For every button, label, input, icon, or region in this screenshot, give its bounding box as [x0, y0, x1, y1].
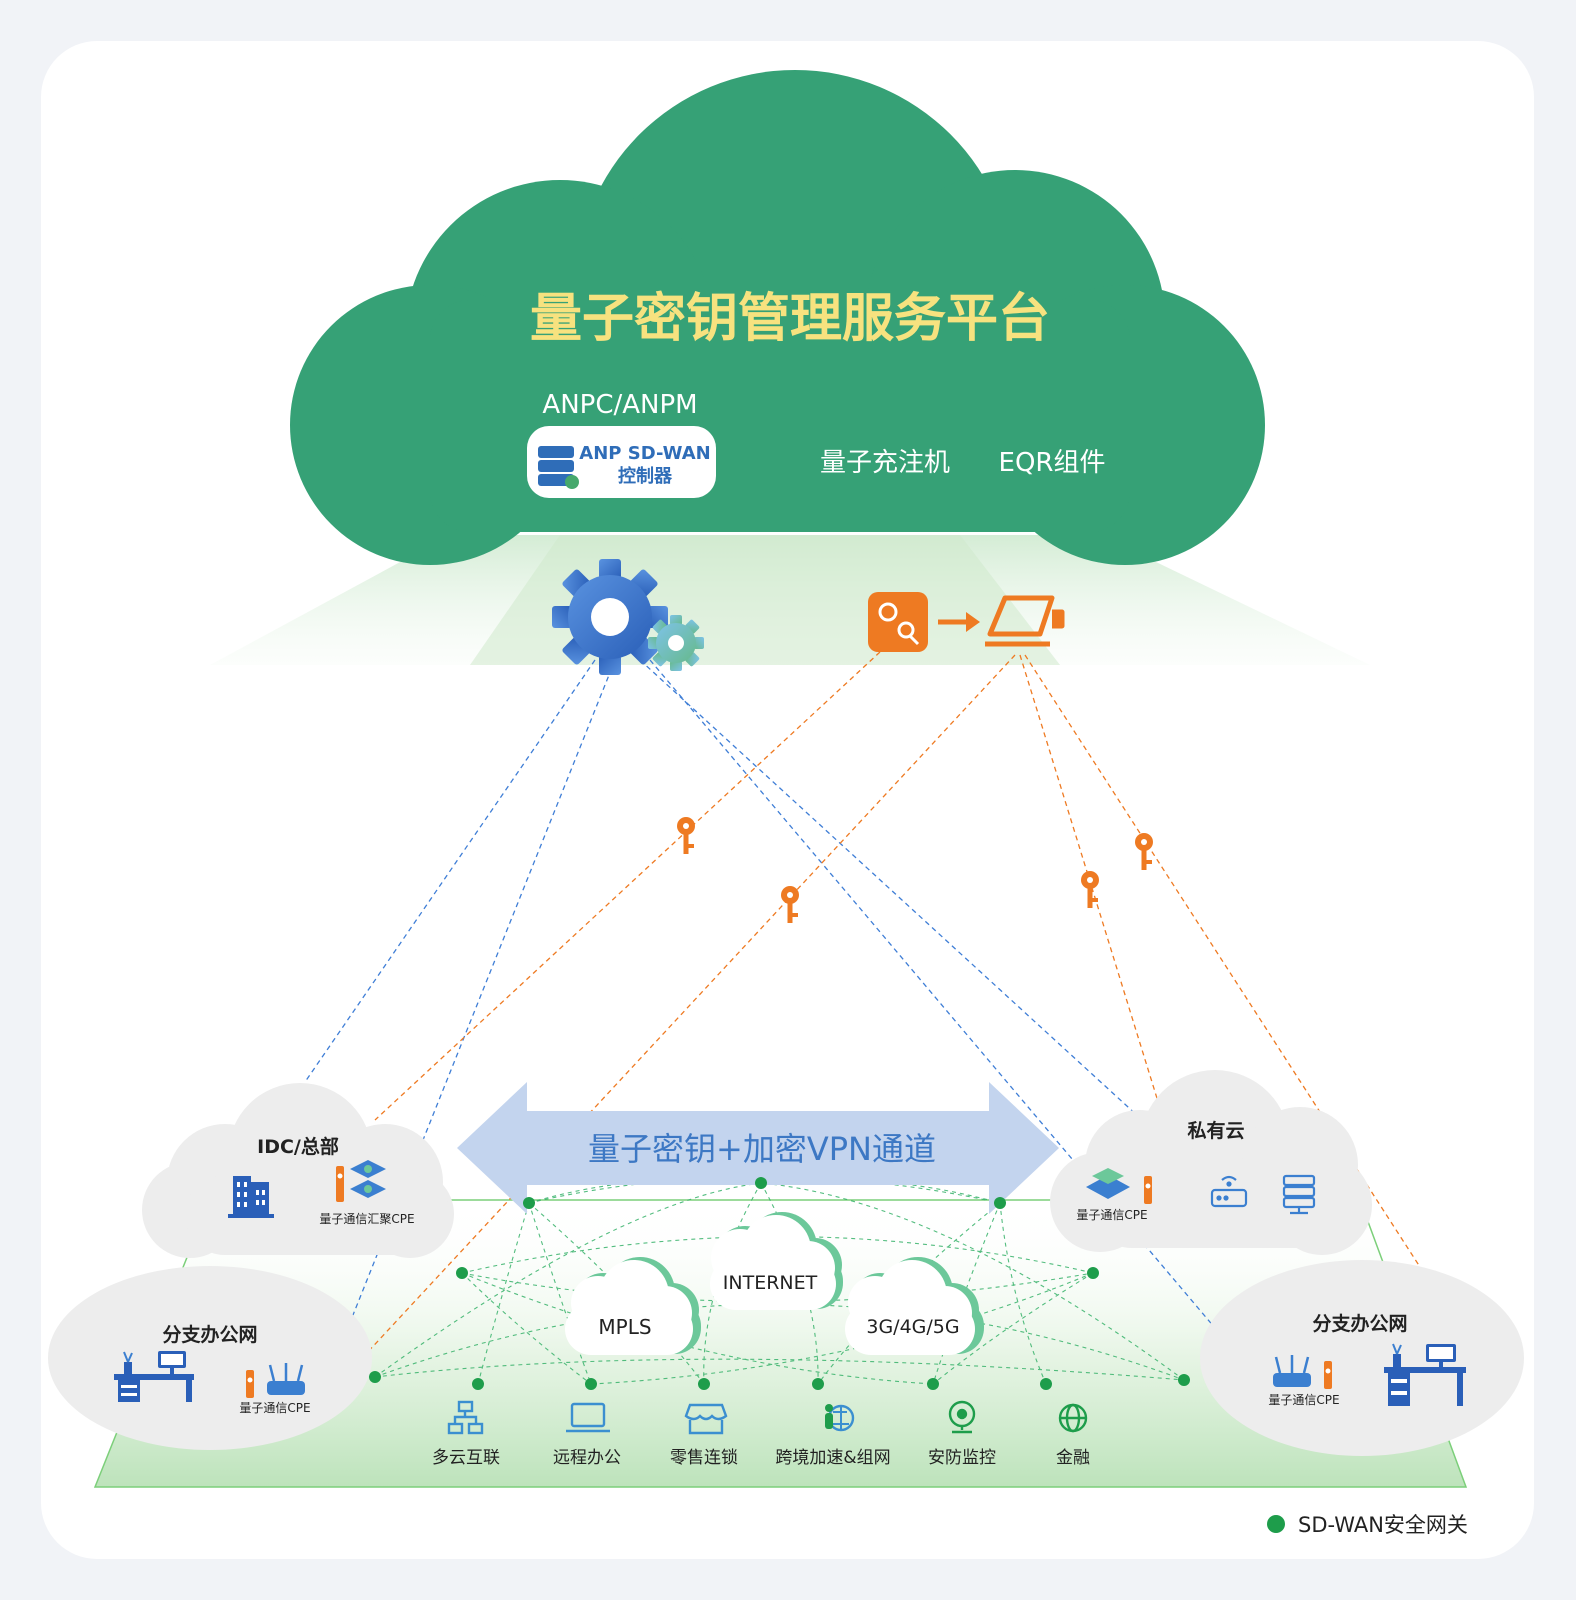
branch-left-site: 分支办公网 量子通信CPE	[48, 1266, 372, 1450]
office-desk-icon	[1384, 1343, 1466, 1406]
mpls-label: MPLS	[598, 1315, 651, 1339]
arrow-right-icon	[938, 612, 980, 632]
server-rack-icon	[1282, 1174, 1316, 1215]
mobile-network-cloud: 3G/4G/5G	[845, 1257, 984, 1355]
anpc-label: ANPC/ANPM	[542, 390, 697, 420]
aggregation-cpe-icon	[336, 1160, 386, 1202]
app-label-finance: 金融	[1056, 1448, 1090, 1468]
gear-icon	[552, 559, 704, 675]
topology-icon	[447, 1400, 484, 1435]
branch-right-site: 分支办公网 量子通信CPE	[1200, 1260, 1524, 1456]
idc-site: IDC/总部 量子通信汇聚CPE	[142, 1083, 454, 1258]
app-label-cross-border: 跨境加速&组网	[775, 1448, 890, 1468]
idc-title: IDC/总部	[257, 1135, 339, 1158]
gateway-dot	[755, 1177, 767, 1189]
building-icon	[228, 1176, 274, 1218]
app-label-security-monitoring: 安防监控	[928, 1448, 996, 1468]
cpe-router-icon	[1086, 1168, 1152, 1204]
gateway-dot	[472, 1378, 484, 1390]
charger-label: 量子充注机	[820, 448, 950, 478]
controller-title: ANP SD-WAN	[579, 443, 710, 464]
branch-left-cpe-label: 量子通信CPE	[239, 1401, 310, 1415]
finance-globe-icon	[1058, 1403, 1088, 1433]
app-label-multicloud: 多云互联	[432, 1448, 500, 1468]
gateway-dot	[994, 1197, 1006, 1209]
key-icon	[677, 817, 1153, 923]
globe-person-icon	[825, 1404, 855, 1432]
controller-subtitle: 控制器	[618, 465, 673, 487]
controller-badge[interactable]: ANP SD-WAN 控制器	[527, 426, 716, 498]
gateway-dot	[1087, 1267, 1099, 1279]
office-desk-icon	[114, 1351, 194, 1402]
application-list: 多云互联 远程办公 零售连锁 跨境加速&组网 安防监控	[432, 1400, 1090, 1468]
gateway-dot	[1040, 1378, 1052, 1390]
legend-gateway-dot	[1267, 1515, 1285, 1533]
idc-cpe-label: 量子通信汇聚CPE	[319, 1212, 414, 1226]
vpn-tunnel-label: 量子密钥+加密VPN通道	[588, 1130, 936, 1168]
gateway-dots	[369, 1177, 1190, 1390]
store-icon	[684, 1403, 728, 1435]
mpls-cloud: MPLS	[565, 1257, 701, 1355]
private-cloud-site: 私有云 量子通信CPE	[1050, 1070, 1372, 1255]
app-label-retail-chain: 零售连锁	[670, 1448, 738, 1468]
branch-right-title: 分支办公网	[1312, 1312, 1407, 1335]
branch-right-cpe-label: 量子通信CPE	[1268, 1393, 1339, 1407]
platform-title: 量子密钥管理服务平台	[530, 289, 1050, 349]
platform-cloud	[290, 70, 1265, 565]
gateway-dot	[523, 1197, 535, 1209]
gateway-dot	[369, 1371, 381, 1383]
internet-cloud: INTERNET	[710, 1212, 843, 1310]
private-cloud-cpe-label: 量子通信CPE	[1076, 1208, 1147, 1222]
wifi-router-icon	[1210, 1175, 1248, 1208]
legend: SD-WAN安全网关	[1267, 1513, 1468, 1537]
key-management-icon	[868, 592, 928, 652]
laptop-icon	[566, 1402, 610, 1433]
cpe-device-icon	[1273, 1355, 1332, 1389]
server-stack-icon	[538, 446, 579, 489]
gateway-dot	[585, 1378, 597, 1390]
legend-gateway-label: SD-WAN安全网关	[1298, 1513, 1468, 1537]
cpe-device-icon	[246, 1363, 305, 1398]
gateway-dot	[812, 1378, 824, 1390]
gateway-dot	[927, 1378, 939, 1390]
private-cloud-title: 私有云	[1187, 1119, 1244, 1142]
charger-device-icon	[985, 595, 1065, 647]
eqr-label: EQR组件	[999, 448, 1106, 478]
app-label-remote-office: 远程办公	[553, 1448, 621, 1468]
gateway-dot	[1178, 1374, 1190, 1386]
gateway-dot	[456, 1267, 468, 1279]
camera-icon	[948, 1400, 976, 1434]
gateway-dot	[698, 1378, 710, 1390]
light-beam-core	[470, 535, 1060, 665]
vpn-tunnel: 量子密钥+加密VPN通道	[457, 1082, 1059, 1214]
mobile-network-label: 3G/4G/5G	[866, 1316, 959, 1338]
branch-left-title: 分支办公网	[162, 1323, 257, 1346]
internet-label: INTERNET	[723, 1272, 818, 1294]
